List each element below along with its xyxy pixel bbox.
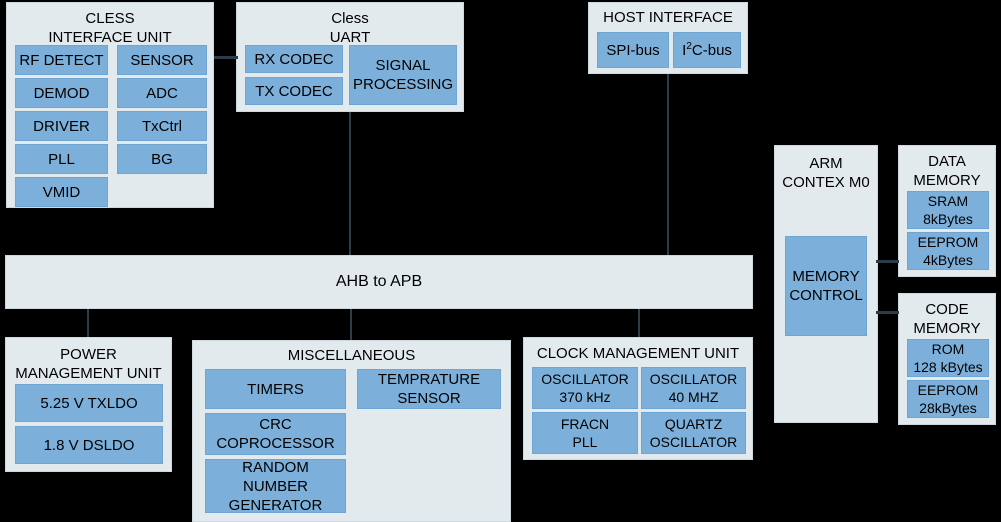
connector-arm-to-code-memory [876, 311, 899, 314]
panel-cless-interface-unit[interactable]: CLESS INTERFACE UNIT RF DETECT SENSOR DE… [6, 2, 214, 208]
block-vmid[interactable]: VMID [15, 177, 108, 207]
connector-host-to-bus [667, 74, 669, 255]
clock-management-unit-title: CLOCK MANAGEMENT UNIT [536, 345, 740, 362]
block-tx-codec[interactable]: TX CODEC [245, 77, 343, 105]
block-txldo[interactable]: 5.25 V TXLDO [15, 384, 163, 422]
panel-host-interface[interactable]: HOST INTERFACE SPI-bus I2C-bus [588, 2, 748, 74]
block-temprature-sensor[interactable]: TEMPRATURE SENSOR [357, 369, 501, 409]
power-management-unit-title: POWER MANAGEMENT UNIT [15, 346, 162, 382]
connector-bus-to-cmu [638, 309, 640, 337]
block-rx-codec[interactable]: RX CODEC [245, 45, 343, 73]
block-crc-coprocessor[interactable]: CRC COPROCESSOR [205, 413, 346, 455]
block-fracn-pll[interactable]: FRACN PLL [532, 412, 638, 454]
block-eeprom-code[interactable]: EEPROM 28kBytes [907, 380, 989, 418]
block-demod[interactable]: DEMOD [15, 78, 108, 108]
block-rom[interactable]: ROM 128 kBytes [907, 339, 989, 377]
block-oscillator-370khz[interactable]: OSCILLATOR 370 kHz [532, 367, 638, 409]
code-memory-title: CODE MEMORY [913, 301, 981, 337]
data-memory-title: DATA MEMORY [913, 153, 981, 189]
cless-uart-title: Cless UART [329, 10, 371, 46]
panel-arm-contex-m0[interactable]: ARM CONTEX M0 MEMORY CONTROL [774, 145, 878, 423]
block-random-number-generator[interactable]: RANDOM NUMBER GENERATOR [205, 459, 346, 514]
connector-arm-to-data-memory [876, 260, 899, 263]
block-adc[interactable]: ADC [117, 78, 207, 108]
connector-uart-to-bus [349, 112, 351, 255]
cless-interface-unit-title: CLESS INTERFACE UNIT [48, 10, 172, 46]
miscellaneous-title: MISCELLANEOUS [287, 347, 416, 364]
host-interface-title: HOST INTERFACE [603, 9, 733, 26]
block-dsldo[interactable]: 1.8 V DSLDO [15, 426, 163, 464]
block-timers[interactable]: TIMERS [205, 369, 346, 409]
block-driver[interactable]: DRIVER [15, 111, 108, 141]
panel-cless-uart[interactable]: Cless UART RX CODEC TX CODEC SIGNAL PROC… [236, 2, 464, 112]
i2c-bus-label: I2C-bus [682, 40, 732, 59]
block-sensor[interactable]: SENSOR [117, 45, 207, 75]
panel-data-memory[interactable]: DATA MEMORY SRAM 8kBytes EEPROM 4kBytes [898, 145, 996, 277]
bus-ahb-to-apb[interactable]: AHB to APB [5, 255, 753, 309]
block-sram[interactable]: SRAM 8kBytes [907, 191, 989, 229]
block-rf-detect[interactable]: RF DETECT [15, 45, 108, 75]
block-eeprom-data[interactable]: EEPROM 4kBytes [907, 232, 989, 270]
block-txctrl[interactable]: TxCtrl [117, 111, 207, 141]
block-bg[interactable]: BG [117, 144, 207, 174]
connector-bus-to-pmu [87, 309, 89, 337]
bus-label: AHB to APB [335, 273, 423, 290]
arm-contex-m0-title: ARM CONTEX M0 [782, 155, 870, 191]
block-pll[interactable]: PLL [15, 144, 108, 174]
panel-miscellaneous[interactable]: MISCELLANEOUS TIMERS TEMPRATURE SENSOR C… [192, 340, 511, 522]
connector-cless-to-uart [214, 56, 238, 59]
block-i2c-bus[interactable]: I2C-bus [673, 32, 741, 68]
block-quartz-oscillator[interactable]: QUARTZ OSCILLATOR [641, 412, 746, 454]
block-oscillator-40mhz[interactable]: OSCILLATOR 40 MHZ [641, 367, 746, 409]
connector-bus-to-miscellaneous [350, 309, 352, 340]
panel-clock-management-unit[interactable]: CLOCK MANAGEMENT UNIT OSCILLATOR 370 kHz… [523, 337, 753, 460]
panel-code-memory[interactable]: CODE MEMORY ROM 128 kBytes EEPROM 28kByt… [898, 293, 996, 425]
block-memory-control[interactable]: MEMORY CONTROL [785, 236, 867, 336]
panel-power-management-unit[interactable]: POWER MANAGEMENT UNIT 5.25 V TXLDO 1.8 V… [5, 337, 172, 472]
block-signal-processing[interactable]: SIGNAL PROCESSING [349, 45, 457, 105]
block-spi-bus[interactable]: SPI-bus [597, 32, 669, 68]
